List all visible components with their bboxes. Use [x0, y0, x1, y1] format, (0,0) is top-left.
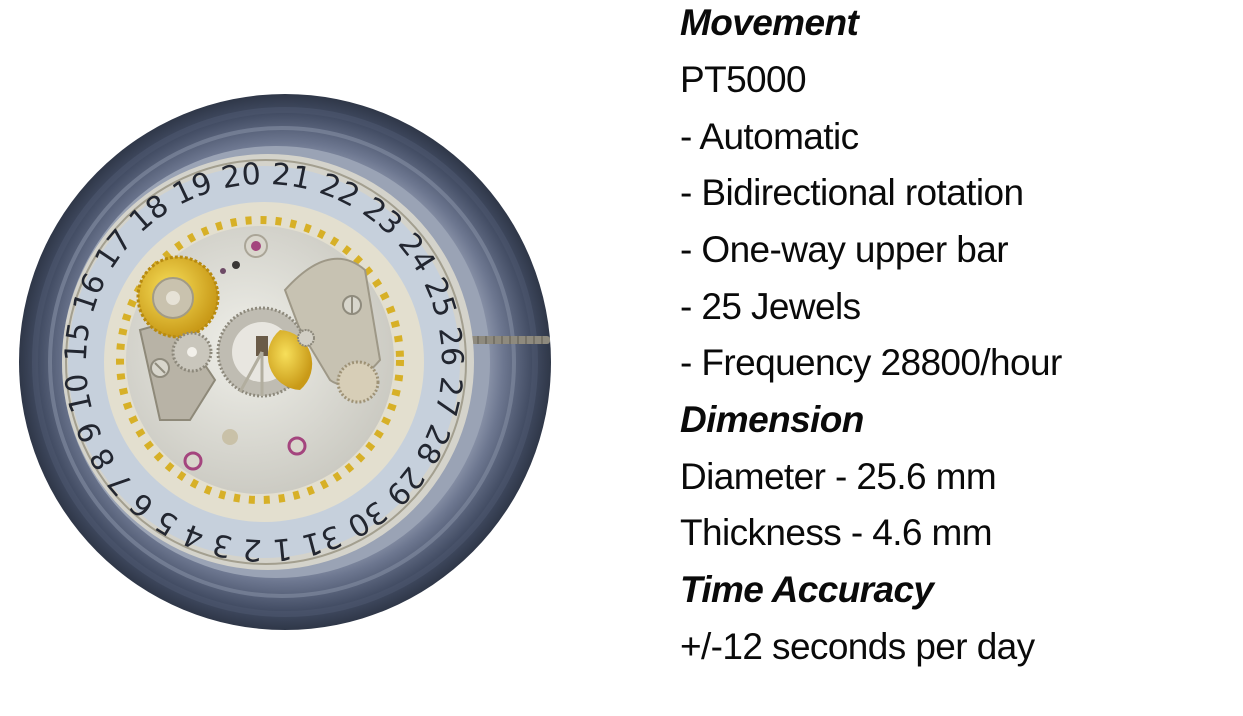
watch-movement-photo: 15 16 17 18 19 20 21 22 23 24 25 26 27 2…	[0, 60, 600, 660]
time-accuracy-value: +/-12 seconds per day	[680, 626, 1035, 667]
movement-heading: Movement	[680, 2, 859, 43]
dimension-heading: Dimension	[680, 399, 864, 440]
feature-jewels: - 25 Jewels	[680, 286, 861, 327]
feature-one-way-upper-bar: - One-way upper bar	[680, 229, 1009, 270]
time-accuracy-heading: Time Accuracy	[680, 569, 934, 610]
dimension-diameter: Diameter - 25.6 mm	[680, 456, 997, 497]
feature-frequency: - Frequency 28800/hour	[680, 342, 1062, 383]
watch-movement-illustration: 15 16 17 18 19 20 21 22 23 24 25 26 27 2…	[0, 60, 551, 630]
movement-model: PT5000	[680, 59, 807, 100]
feature-bidirectional-rotation: - Bidirectional rotation	[680, 172, 1024, 213]
dimension-thickness: Thickness - 4.6 mm	[680, 512, 993, 553]
feature-automatic: - Automatic	[680, 116, 859, 157]
